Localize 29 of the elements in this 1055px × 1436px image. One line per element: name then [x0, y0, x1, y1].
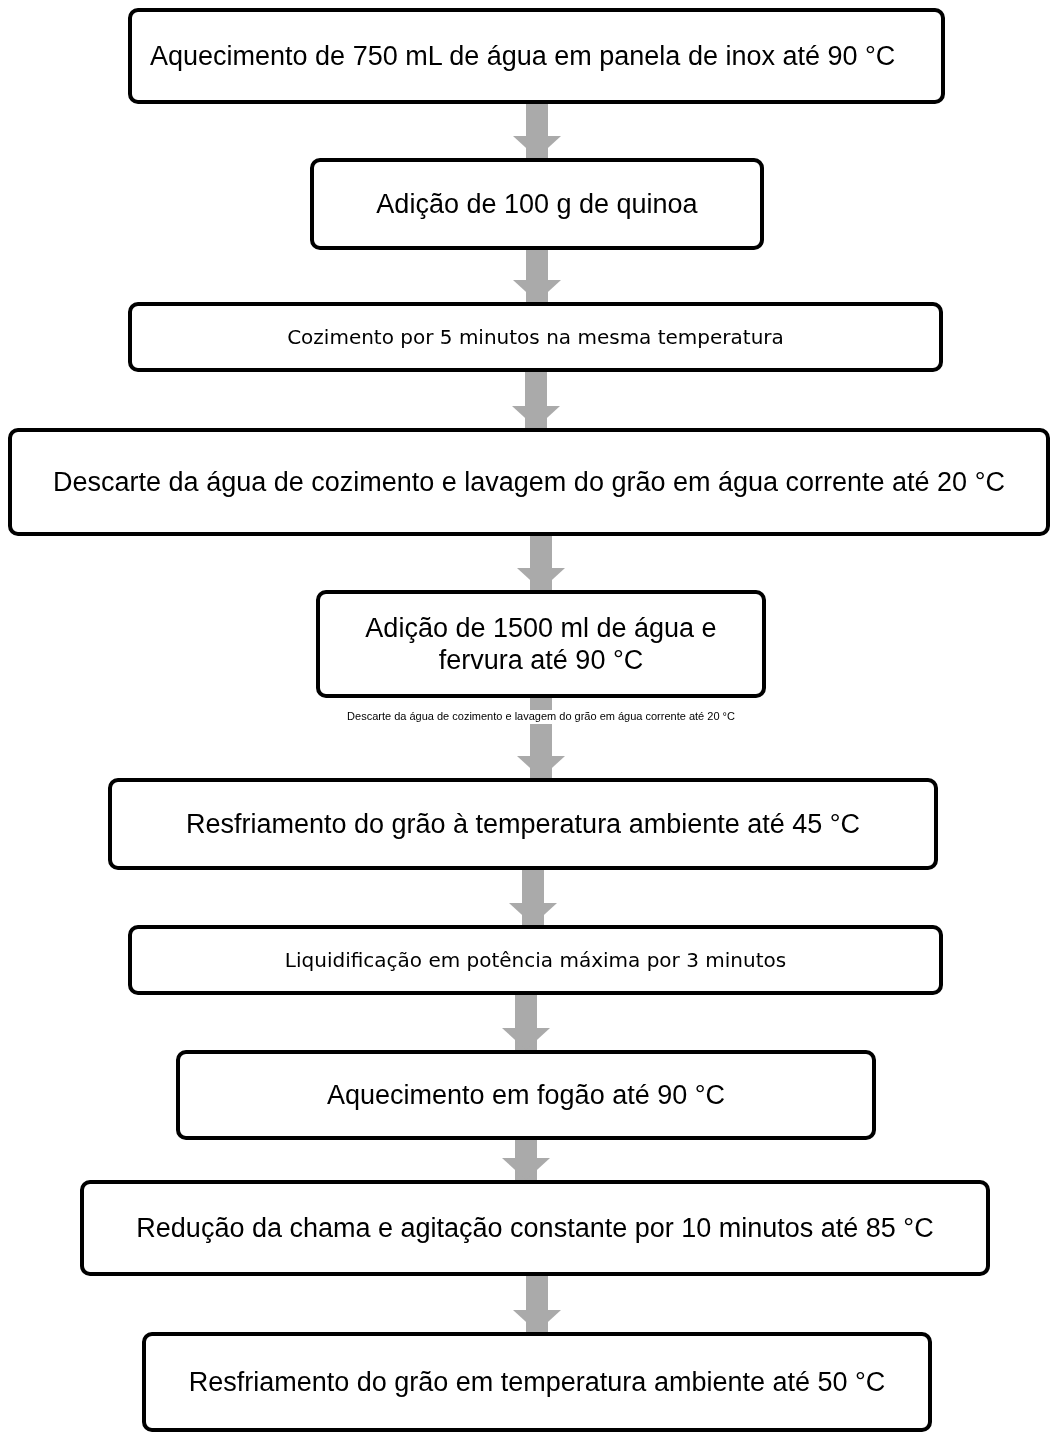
step-text: Resfriamento do grão em temperatura ambiente até 50 °C	[188, 1365, 886, 1399]
process-box	[8, 428, 1050, 536]
arrow	[513, 250, 561, 302]
step-text: Aquecimento em fogão até 90 °C	[326, 1078, 725, 1112]
process-box	[80, 1180, 990, 1276]
arrow	[513, 1276, 561, 1332]
process-box	[176, 1050, 876, 1140]
step-text: Descarte da água de cozimento e lavagem do grão em água corrente até 20 °C	[53, 465, 1005, 499]
arrow	[509, 870, 557, 925]
arrow	[502, 1140, 550, 1180]
arrow	[517, 698, 565, 778]
step-text: Redução da chama e agitação constante por 10 minutos até 85 °C	[136, 1211, 934, 1245]
arrow	[512, 372, 560, 428]
step-text: Adição de 1500 ml de água e fervura até 90 °C	[364, 611, 718, 677]
arrow	[502, 995, 550, 1050]
process-box	[316, 590, 766, 698]
step-text: Liquidificação em potência máxima por 3 minutos	[284, 948, 787, 972]
process-box	[128, 8, 945, 104]
process-box	[128, 925, 943, 995]
step-text: Resfriamento do grão à temperatura ambiente até 45 °C	[185, 807, 861, 841]
step-text: Aquecimento de 750 mL de água em panela de inox até 90 °C	[150, 39, 896, 73]
arrow	[517, 536, 565, 590]
process-box	[142, 1332, 932, 1432]
process-box	[128, 302, 943, 372]
arrow	[513, 104, 561, 158]
step-text: Cozimento por 5 minutos na mesma temperatura	[287, 325, 784, 349]
step-text: Adição de 100 g de quinoa	[376, 187, 698, 221]
process-box	[310, 158, 764, 250]
process-box	[108, 778, 938, 870]
